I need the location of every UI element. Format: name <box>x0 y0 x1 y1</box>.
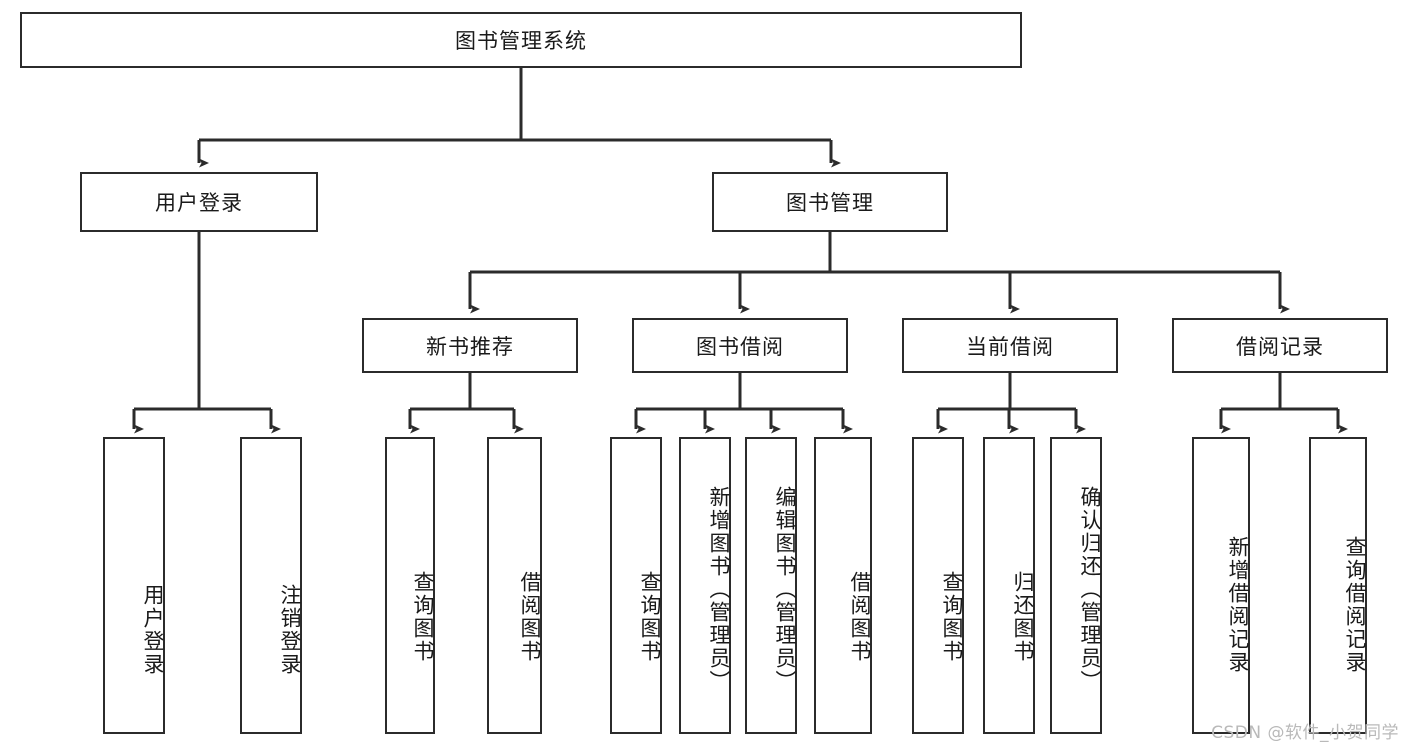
node-user-login[interactable]: 用户登录 <box>80 172 318 232</box>
node-label: 查询图书 <box>411 570 435 663</box>
node-label: 用户登录 <box>141 583 165 676</box>
node-label: 归还图书 <box>1011 570 1035 663</box>
node-add-book-admin[interactable]: 新增图书（管理员） <box>679 437 731 734</box>
node-label: 用户登录 <box>155 191 243 215</box>
node-label: 查询图书 <box>638 570 662 663</box>
node-label: 图书管理系统 <box>455 29 587 53</box>
node-book-management[interactable]: 图书管理 <box>712 172 948 232</box>
node-new-book-recommend[interactable]: 新书推荐 <box>362 318 578 373</box>
node-user-login-action[interactable]: 用户登录 <box>103 437 165 734</box>
node-label: 图书借阅 <box>696 334 784 359</box>
node-query-book-recommend[interactable]: 查询图书 <box>385 437 435 734</box>
node-add-borrow-record[interactable]: 新增借阅记录 <box>1192 437 1250 734</box>
node-query-book-current[interactable]: 查询图书 <box>912 437 964 734</box>
node-logout-action[interactable]: 注销登录 <box>240 437 302 734</box>
node-label: 当前借阅 <box>966 334 1054 359</box>
node-label: 编辑图书（管理员） <box>773 486 797 693</box>
node-label: 注销登录 <box>278 583 302 676</box>
node-query-book-borrow[interactable]: 查询图书 <box>610 437 662 734</box>
node-edit-book-admin[interactable]: 编辑图书（管理员） <box>745 437 797 734</box>
node-borrow-record[interactable]: 借阅记录 <box>1172 318 1388 373</box>
node-label: 查询借阅记录 <box>1343 535 1367 674</box>
node-borrow-book-recommend[interactable]: 借阅图书 <box>487 437 542 734</box>
node-query-borrow-record[interactable]: 查询借阅记录 <box>1309 437 1367 734</box>
node-label: 新增借阅记录 <box>1226 535 1250 674</box>
node-label: 查询图书 <box>940 570 964 663</box>
node-label: 新增图书（管理员） <box>707 486 731 693</box>
node-borrow-book-action[interactable]: 借阅图书 <box>814 437 872 734</box>
node-label: 确认归还（管理员） <box>1078 486 1102 693</box>
node-return-book[interactable]: 归还图书 <box>983 437 1035 734</box>
node-book-borrow[interactable]: 图书借阅 <box>632 318 848 373</box>
node-label: 新书推荐 <box>426 334 514 359</box>
node-label: 借阅记录 <box>1236 334 1324 359</box>
node-label: 借阅图书 <box>848 570 872 663</box>
node-current-borrow[interactable]: 当前借阅 <box>902 318 1118 373</box>
node-root-library-system[interactable]: 图书管理系统 <box>20 12 1022 68</box>
node-label: 借阅图书 <box>518 570 542 663</box>
node-confirm-return-admin[interactable]: 确认归还（管理员） <box>1050 437 1102 734</box>
node-label: 图书管理 <box>786 191 874 215</box>
csdn-watermark: CSDN @软件_小贺同学 <box>1211 723 1399 743</box>
